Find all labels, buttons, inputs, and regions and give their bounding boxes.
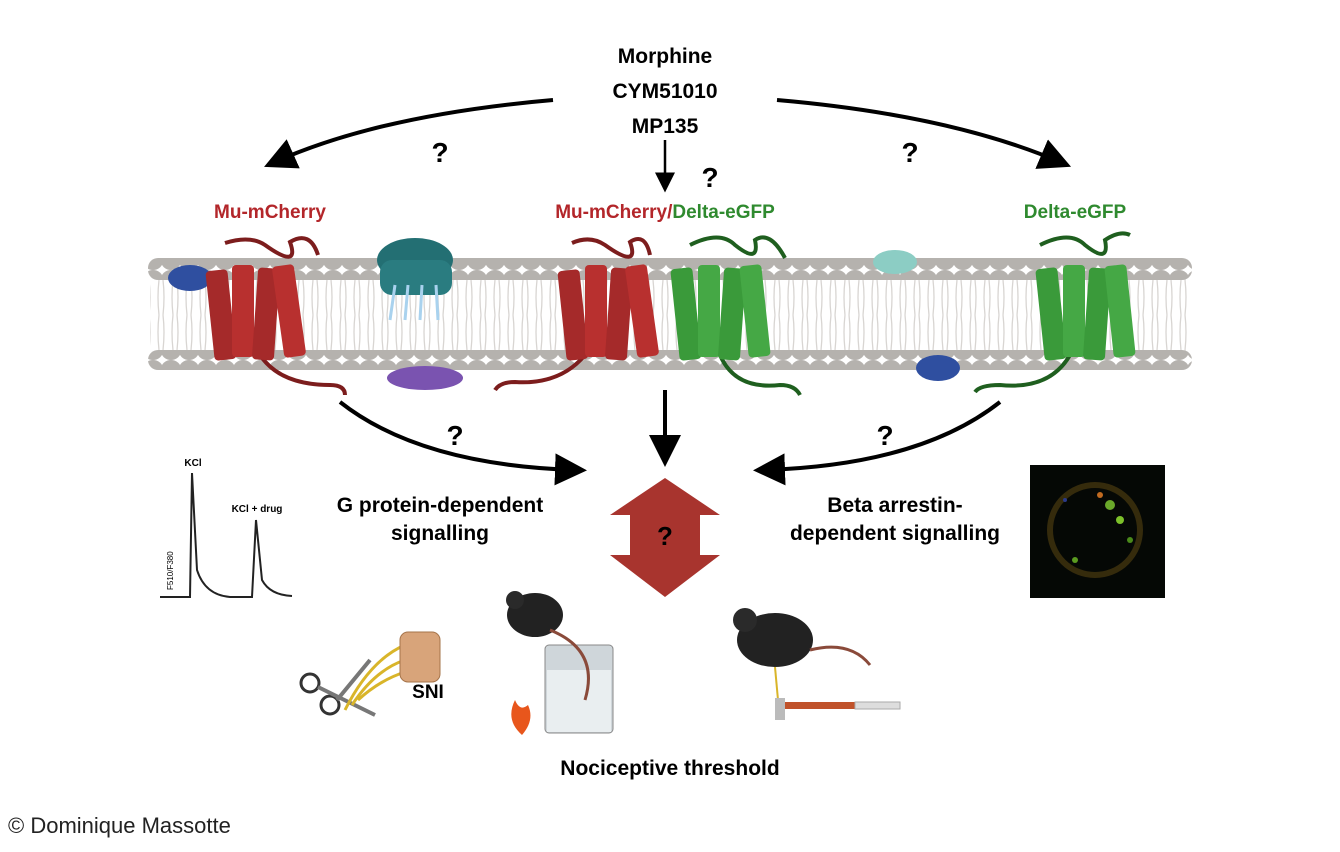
microscopy-image — [1030, 465, 1165, 598]
blue-protein — [168, 265, 212, 291]
teal-protein — [873, 250, 917, 274]
arrow-mu-to-signalling — [338, 400, 587, 486]
question-mark: ? — [446, 420, 463, 451]
drug-list: Morphine CYM51010 MP135 — [612, 45, 717, 138]
purple-protein — [387, 366, 463, 390]
question-mark: ? — [901, 137, 918, 168]
copyright: © Dominique Massotte — [8, 813, 231, 838]
arrow-to-mu — [264, 98, 554, 169]
g-protein-label-line2: signalling — [391, 522, 489, 545]
arrow-to-delta — [776, 98, 1072, 169]
arrow-delta-to-signalling — [753, 400, 1002, 486]
question-mark: ? — [701, 162, 718, 193]
drug-morphine: Morphine — [618, 45, 713, 68]
hot-water-tail-test-icon — [506, 591, 614, 735]
delta-receptor-heteromer — [670, 235, 802, 397]
label-delta-egfp: Delta-eGFP — [1024, 202, 1127, 223]
scissors-icon — [299, 658, 376, 717]
sni-label: SNI — [412, 682, 444, 703]
double-arrow-icon — [610, 478, 720, 597]
drug-mp135: MP135 — [632, 115, 699, 138]
sciatic-nerve-icon — [343, 631, 441, 711]
delta-receptor — [973, 231, 1136, 394]
label-heteromer: Mu-mCherry/Delta-eGFP — [555, 202, 775, 223]
kcl-label: KCl — [184, 458, 201, 469]
beta-arrestin-label-line1: Beta arrestin- — [827, 494, 962, 517]
question-mark: ? — [657, 521, 673, 551]
mu-receptor — [205, 236, 347, 396]
kcl-drug-label: KCl + drug — [232, 504, 283, 515]
drug-cym51010: CYM51010 — [612, 80, 717, 103]
g-protein-label-line1: G protein-dependent — [337, 494, 544, 517]
mu-receptor-heteromer — [493, 237, 659, 392]
ion-channel — [377, 238, 453, 321]
question-mark: ? — [876, 420, 893, 451]
flame-icon — [511, 700, 531, 735]
calcium-trace: KCl KCl + drug F510/F380 — [160, 458, 293, 598]
question-mark: ? — [431, 137, 448, 168]
nociceptive-threshold-label: Nociceptive threshold — [560, 757, 779, 780]
blue-protein — [916, 355, 960, 381]
trace-ylabel: F510/F380 — [166, 551, 175, 590]
label-mu-mcherry: Mu-mCherry — [214, 202, 326, 223]
beta-arrestin-label-line2: dependent signalling — [790, 522, 1000, 545]
von-frey-test-icon — [733, 608, 901, 720]
